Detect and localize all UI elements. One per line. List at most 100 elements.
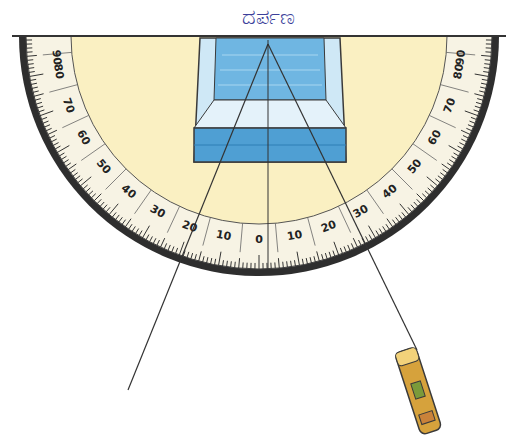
scale-tick — [187, 252, 189, 258]
scale-tick — [333, 251, 335, 257]
scale-tick — [430, 185, 435, 189]
scale-tick — [57, 146, 69, 153]
scale-tick — [302, 259, 303, 265]
scale-tick — [290, 261, 292, 267]
scale-tick — [486, 43, 492, 44]
scale-tick — [153, 238, 156, 243]
scale-tick — [483, 71, 489, 73]
scale-tick — [26, 43, 32, 44]
scale-tick — [334, 242, 339, 255]
scale-tick — [294, 260, 296, 266]
scale-tick — [387, 219, 393, 227]
cell-divider — [49, 85, 77, 93]
scale-tick — [270, 263, 271, 269]
scale-tick — [454, 153, 459, 156]
scale-tick — [119, 217, 123, 222]
scale-tick — [482, 79, 488, 80]
scale-tick — [219, 252, 221, 266]
scale-tick — [40, 111, 53, 116]
scale-tick — [55, 146, 60, 149]
scale-tick — [157, 240, 160, 245]
scale-tick — [31, 83, 37, 84]
scale-tick — [443, 169, 448, 173]
scale-tick — [46, 128, 51, 130]
scale-tick — [484, 63, 490, 65]
scale-tick — [477, 99, 483, 101]
scale-tick — [474, 94, 484, 97]
scale-tick — [129, 224, 132, 229]
scale-tick — [172, 246, 174, 252]
scale-tick — [440, 173, 445, 177]
scale-tick — [376, 231, 379, 236]
scale-tick — [417, 199, 421, 203]
scale-tick — [34, 94, 44, 97]
scale-tick — [51, 139, 56, 142]
scale-tick — [428, 188, 432, 192]
scale-tick — [89, 191, 93, 195]
scale-tick — [37, 106, 43, 108]
scale-tick — [485, 51, 491, 52]
mirror-label: ದರ್ಪಣ — [242, 7, 295, 28]
cell-divider — [429, 115, 455, 127]
scale-tick — [442, 164, 450, 170]
scale-tick — [136, 229, 139, 234]
scale-tick — [81, 177, 92, 186]
scale-tick — [199, 251, 202, 261]
tank-floor — [194, 100, 346, 128]
scale-band — [26, 36, 492, 269]
scale-tick — [278, 258, 280, 268]
scale-tick — [422, 194, 426, 198]
scale-tick — [486, 47, 492, 48]
scale-tick — [402, 212, 406, 217]
scale-tick — [222, 260, 224, 266]
scale-tick — [35, 99, 41, 101]
scale-tick — [396, 217, 400, 222]
scale-tick — [353, 238, 357, 247]
torch-head — [395, 347, 420, 367]
scale-tick — [297, 252, 299, 266]
scale-tick — [168, 245, 170, 251]
scale-tick — [438, 176, 443, 180]
scale-tick — [310, 257, 311, 263]
scale-tick — [86, 188, 90, 192]
scale-tick — [150, 236, 153, 241]
scale-tick — [466, 128, 471, 130]
scale-tick — [359, 240, 362, 245]
scale-tick — [36, 102, 42, 104]
scale-tick — [125, 219, 131, 227]
scale-tick — [146, 235, 149, 240]
scale-tick — [379, 229, 382, 234]
scale-tick — [28, 67, 34, 69]
scale-tick — [116, 215, 120, 220]
scale-tick — [32, 87, 38, 88]
tank-body — [194, 38, 346, 162]
scale-tick — [461, 139, 466, 142]
scale-tick — [369, 235, 372, 240]
scale-tick — [458, 146, 463, 149]
scale-tick — [106, 207, 110, 212]
scale-tick — [91, 194, 95, 198]
scale-tick — [282, 262, 284, 268]
torch-band — [419, 411, 435, 425]
scale-tick — [226, 261, 228, 267]
scale-tick — [83, 185, 88, 189]
cell-divider — [308, 218, 316, 246]
protractor — [19, 36, 499, 276]
tank-edge — [194, 145, 346, 146]
scale-tick — [215, 259, 216, 265]
scale-tick — [26, 47, 32, 48]
scale-tick — [41, 117, 47, 119]
scale-tick — [176, 248, 178, 254]
scale-tick — [459, 143, 464, 146]
scale-tick — [468, 125, 474, 127]
scale-tick — [211, 258, 212, 264]
scale-tick — [411, 205, 415, 209]
scale-tick — [414, 202, 418, 206]
scale-tick — [351, 243, 353, 248]
cell-divider — [275, 223, 278, 252]
scale-tick — [230, 261, 232, 267]
scale-tick — [191, 253, 193, 259]
scale-tick — [386, 224, 389, 229]
scale-tick — [399, 215, 403, 220]
incident-ray — [268, 44, 417, 350]
